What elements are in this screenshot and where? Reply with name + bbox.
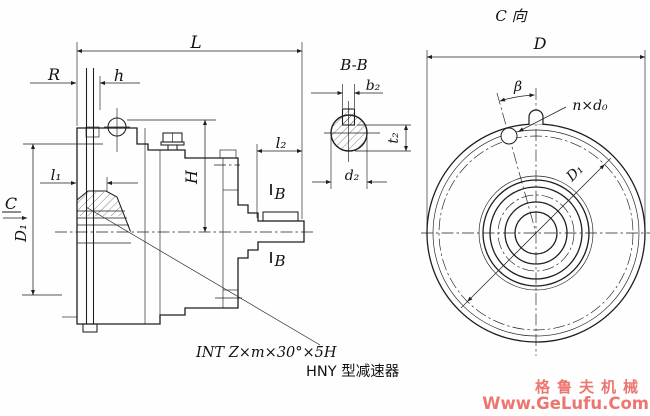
section-bb-centerlines xyxy=(324,101,380,162)
spline-cone xyxy=(76,190,131,244)
dim-H: H xyxy=(127,119,216,233)
model-caption: HNY 型减速器 xyxy=(306,363,400,380)
dim-b2: b₂ xyxy=(311,78,383,108)
view-direction-C: C xyxy=(2,194,28,220)
dim-l2: l₂ xyxy=(256,134,303,218)
dim-D1-side: D₁ xyxy=(12,143,103,296)
side-boss xyxy=(214,149,240,166)
housing-bolt xyxy=(160,132,185,150)
dim-h-label: h xyxy=(114,66,124,85)
housing-inner-lines xyxy=(62,128,242,324)
bolt-circle xyxy=(438,135,634,331)
section-bb-view: B-B b₂ t₂ d₂ xyxy=(311,56,411,189)
view-c-title: C 向 xyxy=(495,7,528,25)
oil-plug xyxy=(104,108,130,152)
dim-l1-label: l₁ xyxy=(51,166,62,184)
dim-l1: l₁ xyxy=(40,166,138,192)
spline-note: INT Z×m×30°×5H xyxy=(195,345,337,361)
spline-leader-line xyxy=(85,206,321,346)
view-c: C 向 D xyxy=(421,7,650,356)
watermark: 格鲁夫机械 Www.GeLufu.Com xyxy=(482,378,649,413)
dim-beta-label: β xyxy=(513,79,522,95)
dim-h: h xyxy=(99,66,140,110)
housing-outline xyxy=(76,127,305,325)
dim-d2: d₂ xyxy=(312,137,387,189)
dim-R-label: R xyxy=(47,65,60,84)
side-view: B B L R h l₁ xyxy=(2,33,400,380)
dim-d2-label: d₂ xyxy=(345,168,360,184)
view-C-label: C xyxy=(5,194,17,213)
bolt-hole-centerline xyxy=(496,92,537,234)
watermark-url: Www.GeLufu.Com xyxy=(482,394,649,413)
dim-holes-label: n×d₀ xyxy=(572,98,608,114)
bolt-hole xyxy=(500,127,518,145)
dim-D-label: D xyxy=(533,34,547,53)
section-bb-title: B-B xyxy=(339,56,367,74)
dim-D1-front-label: D₁ xyxy=(563,162,587,186)
holes-callout: n×d₀ xyxy=(518,98,608,132)
dim-D: D xyxy=(426,34,646,228)
section-cut-marks: B B xyxy=(270,184,286,270)
dim-L-label: L xyxy=(189,33,201,53)
dim-beta: β xyxy=(499,79,535,102)
output-key xyxy=(262,211,299,222)
dim-t2: t₂ xyxy=(355,124,411,152)
dim-H-label: H xyxy=(182,169,201,185)
dim-L: L xyxy=(76,33,303,219)
dim-R: R xyxy=(30,65,77,85)
section-mark-bottom-label: B xyxy=(273,252,285,270)
watermark-brand: 格鲁夫机械 xyxy=(535,378,645,396)
dim-t2-label: t₂ xyxy=(386,132,402,144)
dim-D1-side-label: D₁ xyxy=(12,224,30,243)
section-mark-top-label: B xyxy=(273,185,285,203)
dim-b2-label: b₂ xyxy=(366,78,381,94)
dim-l2-label: l₂ xyxy=(276,134,287,152)
